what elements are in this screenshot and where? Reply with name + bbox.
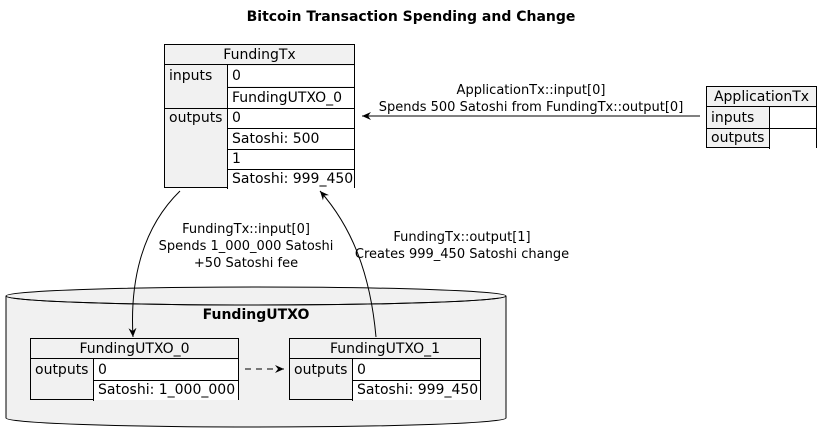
edge-funding-to-utxo0: [128, 190, 181, 338]
fundingtx-inputs-label: inputs: [169, 68, 213, 84]
edge-utxo1-to-funding: [319, 190, 377, 338]
fundingtx-output0-index: 0: [228, 109, 354, 128]
utxo1-outputs-label: outputs: [294, 362, 348, 378]
edge-label-f2u-line2: Spends 1_000_000 Satoshi: [158, 239, 334, 254]
edge-label-funding-to-utxo0: FundingTx::input[0] Spends 1_000_000 Sat…: [146, 221, 346, 272]
fundingtx-input-ref: FundingUTXO_0: [228, 88, 354, 108]
applicationtx-inputs-label: inputs: [711, 110, 755, 126]
database-title: FundingUTXO: [202, 307, 310, 323]
utxo1-header: FundingUTXO_1: [290, 339, 480, 359]
utxo1-table: FundingUTXO_1 outputs 0 Satoshi: 999_450: [289, 338, 481, 401]
fundingtx-output0-value: Satoshi: 500: [228, 129, 354, 149]
fundingtx-output1-value: Satoshi: 999_450: [228, 170, 354, 188]
edge-label-app-to-funding: ApplicationTx::input[0] Spends 500 Satos…: [378, 82, 684, 116]
edge-label-app-line2: Spends 500 Satoshi from FundingTx::outpu…: [378, 100, 684, 115]
applicationtx-header: ApplicationTx: [707, 87, 816, 107]
edge-label-f2u-line3: +50 Satoshi fee: [193, 256, 299, 271]
applicationtx-inputs-value: [770, 108, 816, 128]
edge-label-utxo1-to-funding: FundingTx::output[1] Creates 999_450 Sat…: [352, 229, 572, 263]
applicationtx-outputs-value: [770, 129, 816, 148]
edge-label-u2f-line2: Creates 999_450 Satoshi change: [354, 247, 570, 262]
fundingtx-header: FundingTx: [165, 45, 354, 65]
utxo0-table: FundingUTXO_0 outputs 0 Satoshi: 1_000_0…: [30, 338, 239, 401]
fundingtx-output1-index: 1: [228, 150, 354, 169]
diagram-title: Bitcoin Transaction Spending and Change: [246, 9, 576, 25]
applicationtx-outputs-label: outputs: [711, 130, 765, 146]
utxo1-output-value: Satoshi: 999_450: [353, 381, 480, 400]
applicationtx-table: ApplicationTx inputs outputs: [706, 86, 817, 149]
utxo1-output-index: 0: [353, 360, 480, 380]
utxo0-header: FundingUTXO_0: [31, 339, 238, 359]
fundingtx-outputs-label: outputs: [169, 110, 223, 126]
edge-label-app-line1: ApplicationTx::input[0]: [456, 83, 606, 98]
utxo0-outputs-label: outputs: [35, 362, 89, 378]
fundingtx-table: FundingTx inputs 0 FundingUTXO_0 outputs…: [164, 44, 355, 189]
fundingtx-input-index: 0: [228, 66, 354, 86]
utxo0-output-index: 0: [94, 360, 238, 380]
edge-label-u2f-line1: FundingTx::output[1]: [393, 230, 531, 245]
edge-label-f2u-line1: FundingTx::input[0]: [182, 222, 310, 237]
utxo0-output-value: Satoshi: 1_000_000: [94, 381, 238, 400]
